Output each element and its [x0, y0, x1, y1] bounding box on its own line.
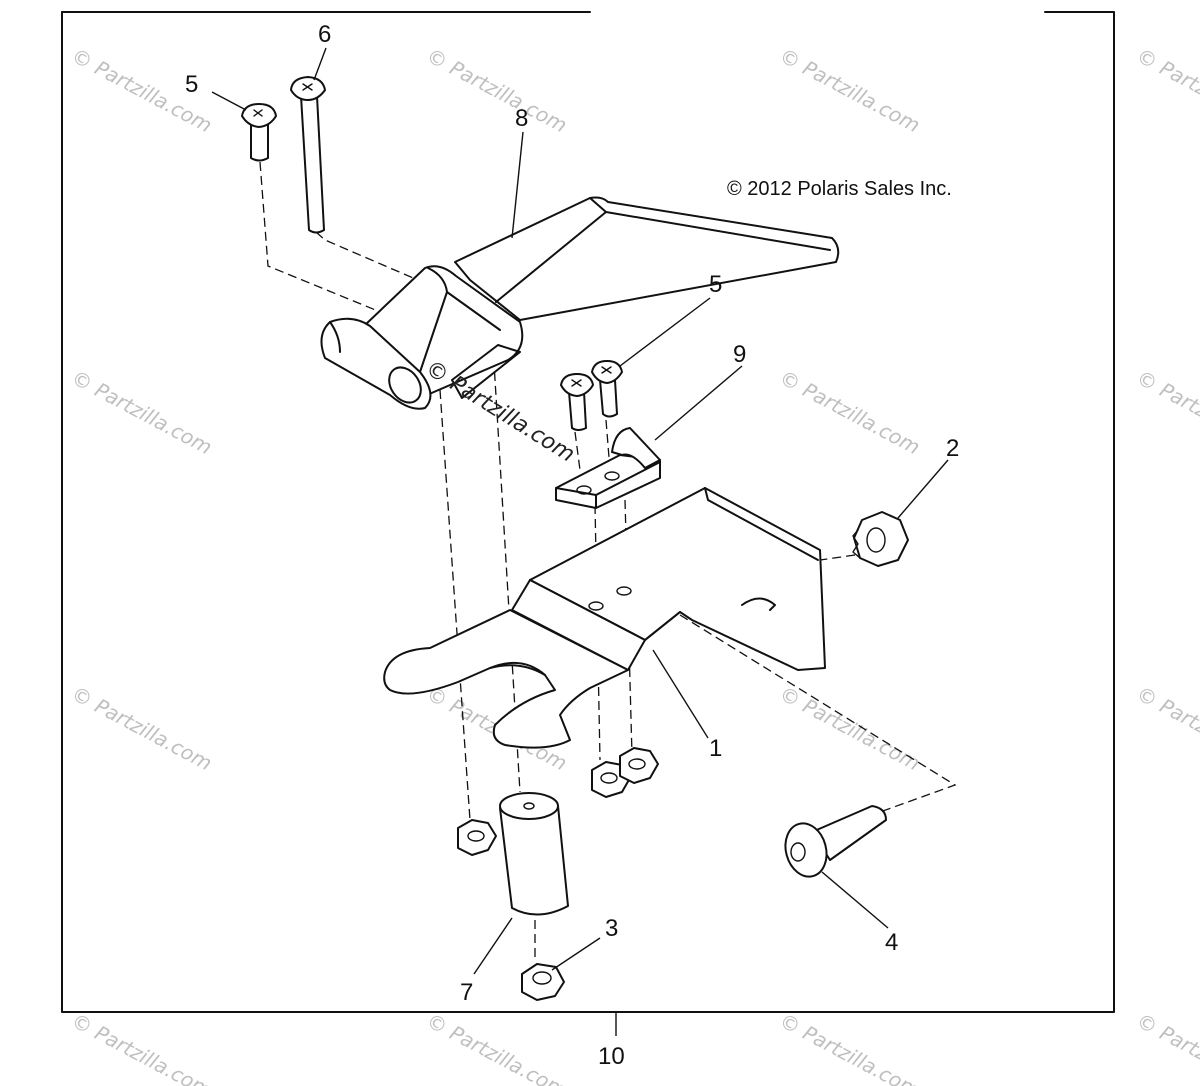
- bracket-part-1: [383, 487, 826, 749]
- watermark: © Partzilla.com: [1133, 681, 1200, 775]
- bolt-part-4: [784, 805, 887, 878]
- callout-10: 10: [598, 1043, 625, 1070]
- watermark: © Partzilla.com: [776, 43, 924, 137]
- callout-7: 7: [460, 979, 473, 1006]
- copyright-text: © 2012 Polaris Sales Inc.: [727, 178, 952, 200]
- bolt-part-6: [290, 76, 326, 234]
- screw-part-5-left: [241, 103, 277, 162]
- callout-5-left: 5: [185, 71, 198, 98]
- watermark: © Partzilla.com: [776, 681, 924, 775]
- callout-3: 3: [605, 915, 618, 942]
- callout-4: 4: [885, 929, 898, 956]
- watermark: © Partzilla.com: [423, 43, 571, 137]
- callout-9: 9: [733, 341, 746, 368]
- watermark: © Partzilla.com: [776, 1008, 924, 1086]
- bracket-part-9: [555, 427, 661, 509]
- leader-lines: [211, 47, 949, 975]
- watermark: © Partzilla.com: [776, 365, 924, 459]
- nut-left-lower: [457, 819, 497, 856]
- watermark: © Partzilla.com: [423, 1008, 571, 1086]
- callout-6: 6: [318, 21, 331, 48]
- spacer-part-7: [499, 792, 569, 916]
- watermark: © Partzilla.com: [68, 365, 216, 459]
- callout-2: 2: [946, 435, 959, 462]
- watermark: © Partzilla.com: [1133, 365, 1200, 459]
- watermark: © Partzilla.com: [1133, 43, 1200, 137]
- watermark: © Partzilla.com: [1133, 1008, 1200, 1086]
- screw-part-5-right-a: [560, 373, 594, 431]
- lever-part-8: [320, 196, 840, 410]
- nut-part-3: [521, 963, 565, 1001]
- watermark: © Partzilla.com: [68, 1008, 216, 1086]
- screw-part-5-right-b: [591, 360, 623, 418]
- diagram-frame: [61, 11, 1115, 1036]
- nut-pair-lower: [591, 747, 659, 798]
- callout-labels: 5 6 8 5 9 2 1 3 4 7 10: [185, 21, 959, 1070]
- callout-8: 8: [515, 105, 528, 132]
- nut-part-2: [852, 511, 909, 567]
- watermark: © Partzilla.com: [68, 681, 216, 775]
- callout-5-right: 5: [709, 271, 722, 298]
- callout-1: 1: [709, 735, 722, 762]
